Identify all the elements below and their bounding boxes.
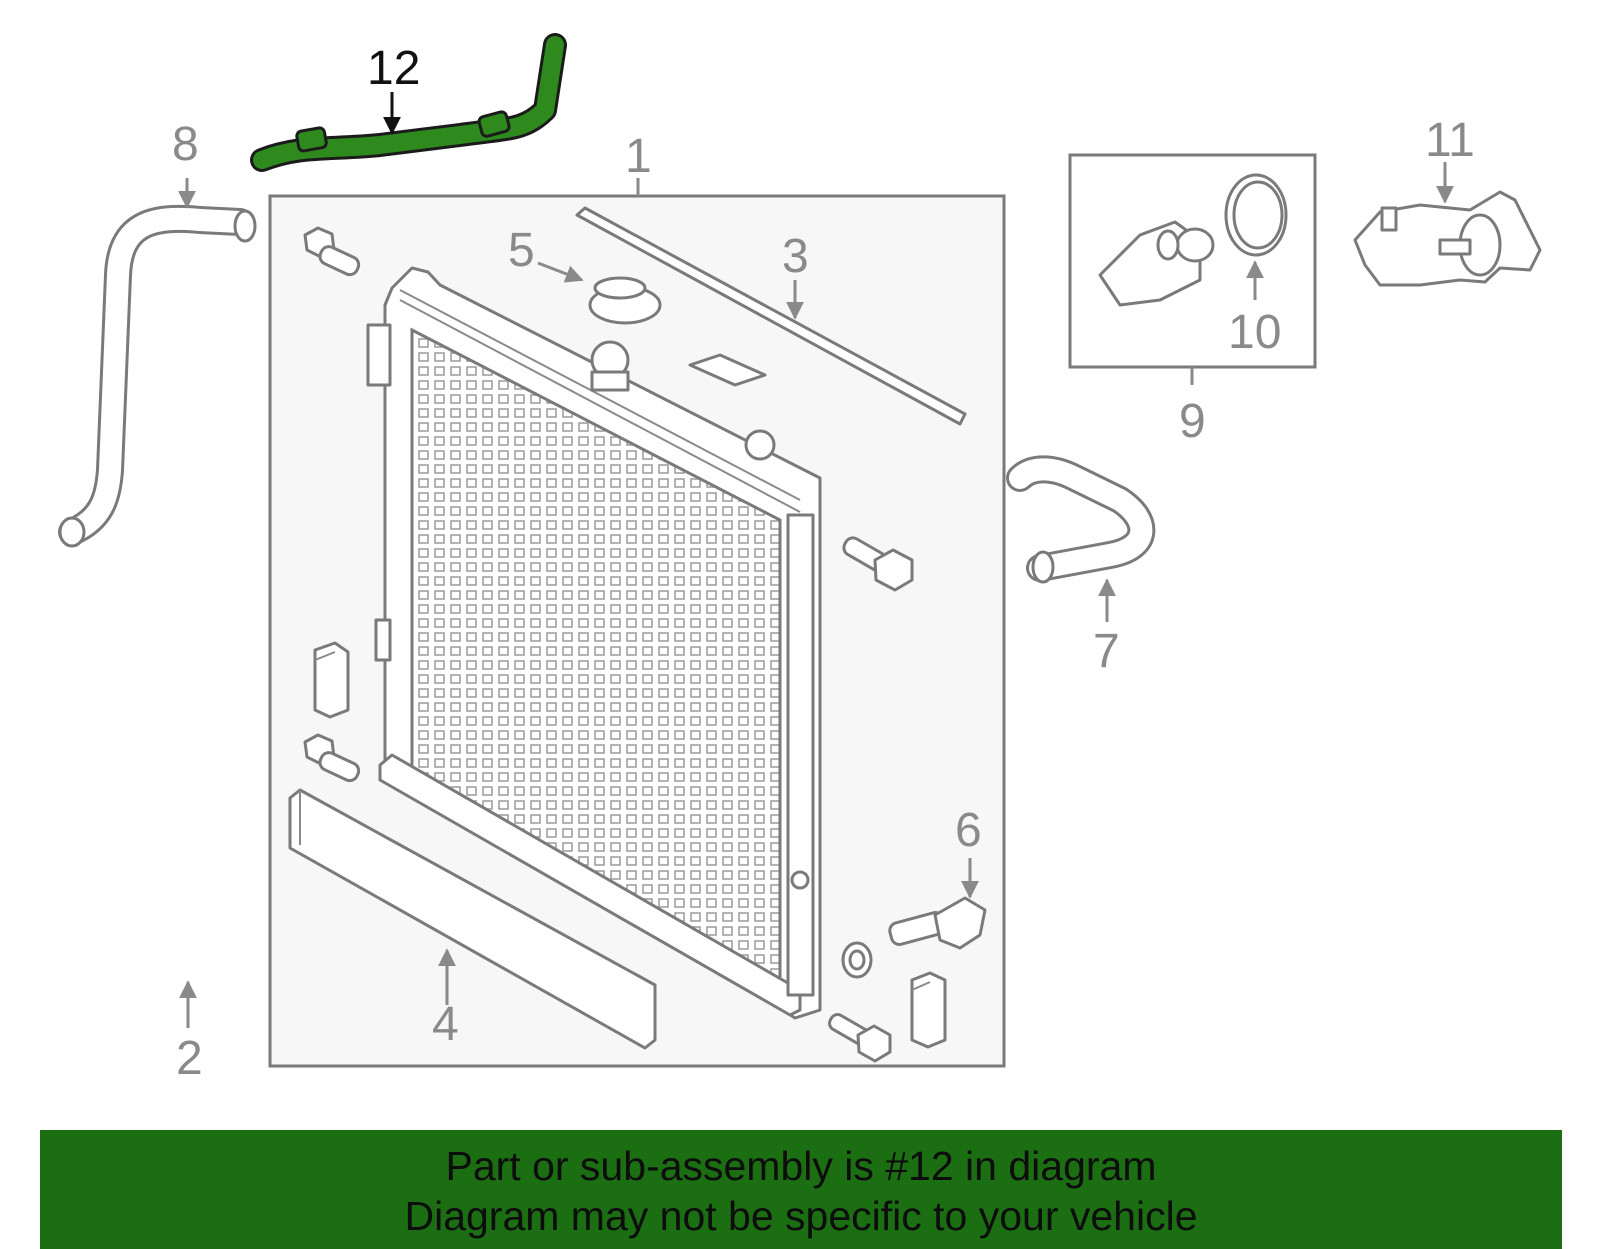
bolt-right xyxy=(842,536,914,592)
bolt-lower-left xyxy=(303,733,361,783)
drain-cock xyxy=(888,896,987,950)
upper-seal-strip xyxy=(575,206,967,426)
lower-radiator-hose xyxy=(1006,455,1156,584)
callout-12: 12 xyxy=(367,42,420,95)
radiator xyxy=(366,266,822,1020)
callout-3: 3 xyxy=(782,230,809,283)
upper-radiator-hose xyxy=(58,204,257,548)
callout-4: 4 xyxy=(432,998,459,1051)
callout-2: 2 xyxy=(176,1032,203,1085)
callout-8: 8 xyxy=(172,118,199,171)
bolt-bottom-right xyxy=(828,1013,892,1063)
callout-5: 5 xyxy=(508,224,535,277)
banner-line-2: Diagram may not be specific to your vehi… xyxy=(404,1193,1198,1239)
callout-1: 1 xyxy=(625,130,652,183)
callout-6: 6 xyxy=(955,804,982,857)
info-banner: Part or sub-assembly is #12 in diagram D… xyxy=(40,1130,1562,1249)
label-plate xyxy=(688,353,767,387)
water-inlet-housing xyxy=(1353,190,1542,287)
rubber-mount-right xyxy=(910,971,947,1049)
callout-11: 11 xyxy=(1425,114,1475,167)
thermostat xyxy=(1098,220,1215,307)
callout-9: 9 xyxy=(1179,395,1206,448)
drain-o-ring xyxy=(841,941,873,979)
callout-7: 7 xyxy=(1093,625,1120,678)
part-12-hose xyxy=(250,33,567,172)
radiator-cap xyxy=(588,276,662,325)
banner-line-1: Part or sub-assembly is #12 in diagram xyxy=(445,1143,1157,1189)
bolt-upper-left xyxy=(303,226,361,277)
rubber-mount-left xyxy=(313,641,350,719)
callout-10: 10 xyxy=(1228,306,1281,359)
thermostat-gasket xyxy=(1224,173,1288,257)
